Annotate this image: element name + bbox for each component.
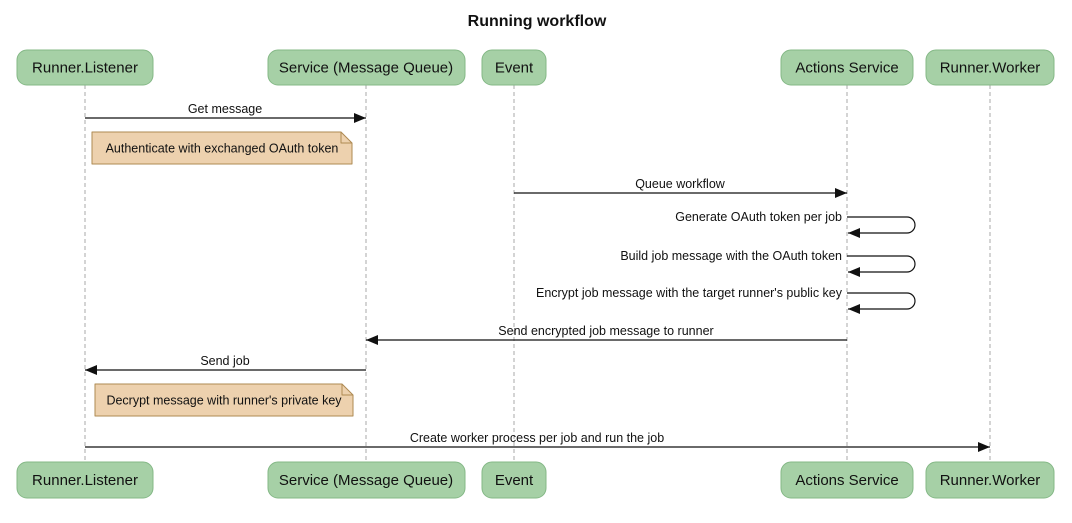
actor-bottom-runner-listener: Runner.Listener [16,461,154,499]
note-fold-icon [341,384,353,396]
note-box [94,383,354,417]
message-get-message: Get message [85,102,366,123]
message-label: Encrypt job message with the target runn… [536,286,843,300]
actor-box [780,49,914,86]
actor-label: Runner.Listener [32,60,138,77]
actor-top-runner-worker: Runner.Worker [925,49,1055,86]
actor-box [925,49,1055,86]
self-message-generate-oauth-token: Generate OAuth token per job [675,210,916,238]
message-create-worker-process: Create worker process per job and run th… [85,431,990,452]
diagram-title: Running workflow [468,13,607,30]
note-decrypt-message: Decrypt message with runner's private ke… [94,383,354,417]
actor-label: Runner.Worker [940,472,1041,489]
actors-bottom: Runner.Listener Service (Message Queue) … [16,461,1055,499]
self-message-arrow [847,216,916,238]
actor-label: Event [495,60,534,77]
actor-bottom-event: Event [481,461,547,499]
actor-box [481,461,547,499]
actor-bottom-service-message-queue: Service (Message Queue) [267,461,466,499]
actor-top-actions-service: Actions Service [780,49,914,86]
actor-label: Runner.Listener [32,472,138,489]
actor-box [267,49,466,86]
note-label: Authenticate with exchanged OAuth token [106,142,339,156]
message-label: Queue workflow [635,177,726,191]
actor-box [267,461,466,499]
actor-box [481,49,547,86]
message-label: Create worker process per job and run th… [410,431,664,445]
actor-top-runner-listener: Runner.Listener [16,49,154,86]
actor-label: Service (Message Queue) [279,60,453,77]
message-send-encrypted-job-message: Send encrypted job message to runner [366,324,847,345]
actor-label: Service (Message Queue) [279,472,453,489]
self-message-build-job-message: Build job message with the OAuth token [620,249,916,277]
message-queue-workflow: Queue workflow [514,177,847,198]
actor-label: Runner.Worker [940,60,1041,77]
actor-box [16,49,154,86]
note-fold-icon [340,132,352,144]
actors-top: Runner.Listener Service (Message Queue) … [16,49,1055,86]
actor-top-event: Event [481,49,547,86]
actor-box [925,461,1055,499]
self-message-arrow [847,255,916,277]
actor-top-service-message-queue: Service (Message Queue) [267,49,466,86]
note-label: Decrypt message with runner's private ke… [106,394,342,408]
actor-bottom-actions-service: Actions Service [780,461,914,499]
actor-box [780,461,914,499]
self-message-encrypt-job-message: Encrypt job message with the target runn… [536,286,916,314]
note-authenticate-oauth-token: Authenticate with exchanged OAuth token [91,131,353,165]
actor-label: Actions Service [795,472,898,489]
actor-label: Actions Service [795,60,898,77]
actor-box [16,461,154,499]
message-label: Send job [200,354,249,368]
actor-bottom-runner-worker: Runner.Worker [925,461,1055,499]
message-label: Get message [188,102,262,116]
message-label: Send encrypted job message to runner [498,324,713,338]
message-label: Generate OAuth token per job [675,210,842,224]
self-message-arrow [847,292,916,314]
message-label: Build job message with the OAuth token [620,249,842,263]
actor-label: Event [495,472,534,489]
message-send-job: Send job [85,354,366,375]
note-box [91,131,353,165]
